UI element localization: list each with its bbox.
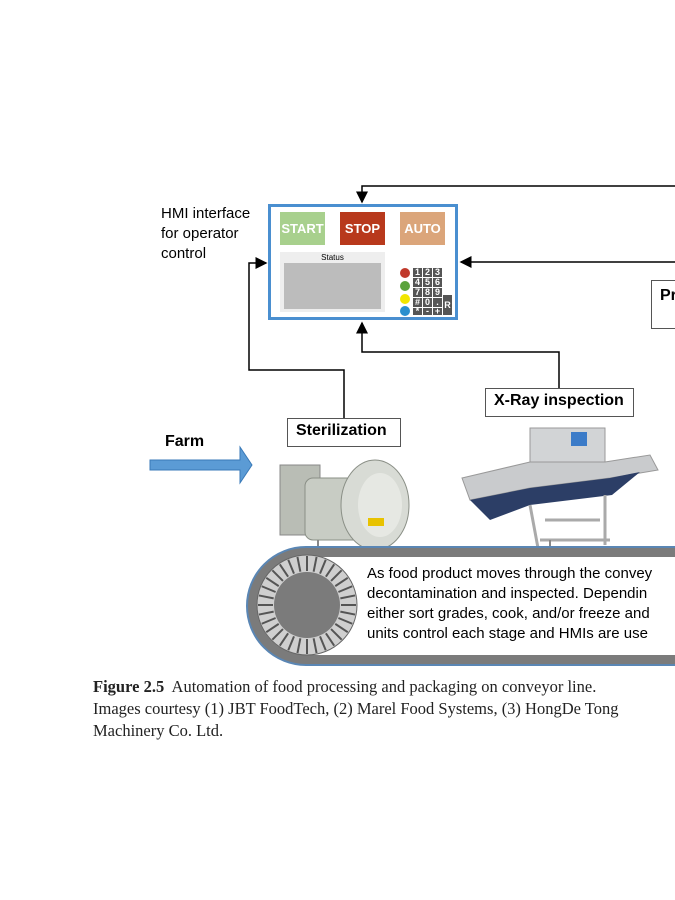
connector-top xyxy=(356,185,675,204)
xray-machine-image xyxy=(461,427,659,555)
conveyor-text-line: decontamination and inspected. Dependin xyxy=(367,585,648,602)
keypad-key[interactable]: 6 xyxy=(433,277,442,287)
indicator-red-light xyxy=(400,268,410,278)
keypad-key[interactable]: 2 xyxy=(423,267,432,277)
keypad-key[interactable]: - xyxy=(423,307,432,316)
hmi-label-line: control xyxy=(161,245,207,262)
keypad-key-reset[interactable]: R xyxy=(443,295,452,315)
indicator-yellow-light xyxy=(400,294,410,304)
status-panel: Status xyxy=(280,252,385,312)
keypad-key[interactable]: 8 xyxy=(423,287,432,297)
keypad-key[interactable]: 7 xyxy=(413,287,422,297)
keypad-key[interactable]: 0 xyxy=(423,297,432,307)
wheel-spoke xyxy=(265,576,280,587)
hmi-panel: START STOP AUTO Status 1 2 3 4 5 6 7 8 9… xyxy=(268,204,458,320)
wheel-spoke xyxy=(334,576,349,587)
conveyor-belt xyxy=(246,546,675,666)
keypad-key[interactable]: 9 xyxy=(433,287,442,297)
wheel-spoke xyxy=(325,632,336,647)
caption-line: Machinery Co. Ltd. xyxy=(93,721,224,740)
hmi-label-line: for operator xyxy=(161,225,239,242)
keypad-key[interactable]: . xyxy=(433,298,442,307)
keypad-key[interactable]: + xyxy=(433,306,442,316)
xray-inspection-label: X-Ray inspection xyxy=(485,388,634,417)
keypad-key[interactable]: 5 xyxy=(423,277,432,287)
figure-caption: Figure 2.5 Automation of food processing… xyxy=(93,676,618,742)
wheel-spoke xyxy=(296,638,302,654)
wheel-spoke xyxy=(330,628,343,641)
caption-line: Automation of food processing and packag… xyxy=(171,677,597,696)
caption-line: Images courtesy (1) JBT FoodTech, (2) Ma… xyxy=(93,699,619,718)
connector-xray xyxy=(356,321,560,388)
start-button[interactable]: START xyxy=(280,212,325,245)
wheel-spoke xyxy=(338,617,353,625)
wheel-spoke xyxy=(340,610,356,616)
wheel-spoke xyxy=(271,628,284,641)
wheel-spoke xyxy=(265,623,280,634)
wheel-spoke xyxy=(340,594,356,600)
keypad-key[interactable]: # xyxy=(413,297,422,307)
sterilization-label: Sterilization xyxy=(287,418,401,447)
wheel-spoke xyxy=(271,569,284,582)
keypad-key[interactable]: 1 xyxy=(413,267,422,277)
wheel-spoke xyxy=(296,556,302,572)
wheel-spoke xyxy=(258,594,274,600)
wheel-spoke xyxy=(330,569,343,582)
conveyor-text-line: either sort grades, cook, and/or freeze … xyxy=(367,605,650,622)
hmi-description: HMI interface for operator control xyxy=(161,204,250,264)
processing-label-partial: Pr xyxy=(651,280,675,329)
farm-label: Farm xyxy=(165,433,205,450)
wheel-spoke xyxy=(338,585,353,593)
figure-number: Figure 2.5 xyxy=(93,677,165,696)
wheel-spoke xyxy=(287,636,295,651)
farm-arrow xyxy=(149,445,253,485)
wheel-spoke xyxy=(258,610,274,616)
wheel-spoke xyxy=(261,585,276,593)
wheel-spoke xyxy=(278,563,289,578)
wheel-spoke xyxy=(334,623,349,634)
stop-button[interactable]: STOP xyxy=(340,212,385,245)
indicator-blue-light xyxy=(400,306,410,316)
keypad-key[interactable]: 4 xyxy=(413,277,422,287)
wheel-spoke xyxy=(325,563,336,578)
conveyor-text-line: As food product moves through the convey xyxy=(367,565,653,582)
connector-sterilization xyxy=(248,257,345,418)
wheel-spoke xyxy=(261,617,276,625)
wheel-spoke xyxy=(287,559,295,574)
keypad-key[interactable]: 3 xyxy=(433,267,442,277)
wheel-spoke xyxy=(319,636,327,651)
wheel-spoke xyxy=(278,632,289,647)
hmi-label-line: HMI interface xyxy=(161,205,251,222)
keypad-key[interactable]: * xyxy=(413,307,422,316)
auto-button[interactable]: AUTO xyxy=(400,212,445,245)
status-label: Status xyxy=(321,253,344,262)
wheel-spoke xyxy=(312,556,318,572)
wheel-spoke xyxy=(312,638,318,654)
wheel-spoke xyxy=(319,559,327,574)
conveyor-text-line: units control each stage and HMIs are us… xyxy=(367,625,648,642)
status-display xyxy=(284,263,381,309)
indicator-green-light xyxy=(400,281,410,291)
conveyor-description: As food product moves through the convey… xyxy=(367,564,652,644)
sterilization-machine-image xyxy=(279,459,410,555)
keypad: 1 2 3 4 5 6 7 8 9 # 0 . * - + R xyxy=(413,268,455,316)
